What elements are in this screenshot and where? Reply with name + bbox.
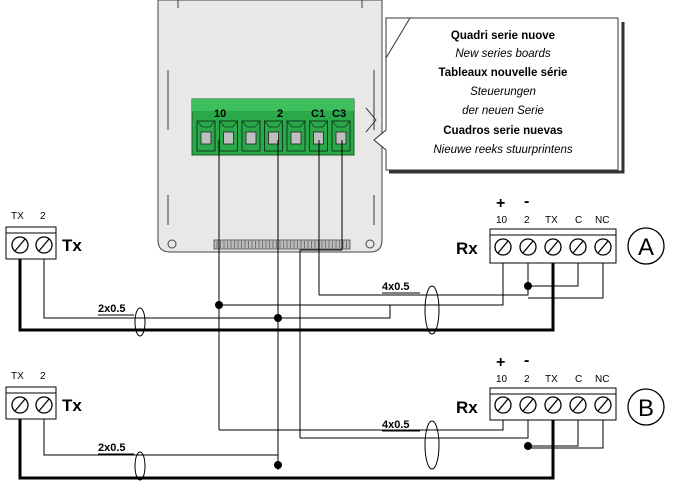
rx-a-terminal-label-tx: TX <box>545 215 558 226</box>
tx-b-terminal-label-2: 2 <box>40 371 46 382</box>
series-note-callout: Quadri serie nuove New series boards Tab… <box>373 17 625 174</box>
screw-icon <box>544 396 562 414</box>
screw-icon <box>35 396 53 414</box>
tx-b-terminal-label-tx: TX <box>11 371 24 382</box>
rx-a-terminal-label-c: C <box>575 215 582 226</box>
control-board: 10 2 C1 C3 <box>157 0 383 253</box>
rx-b-terminal-label-2: 2 <box>524 374 530 385</box>
screw-icon <box>569 238 587 256</box>
note-line-1: Quadri serie nuove <box>451 30 555 42</box>
screw-icon <box>544 238 562 256</box>
board-screw-terminal <box>241 120 261 152</box>
tx-a-terminal-label-2: 2 <box>40 211 46 222</box>
board-screw-terminal <box>286 120 306 152</box>
rx-a-id-circle <box>627 227 665 265</box>
screw-icon <box>494 396 512 414</box>
board-screw-terminal <box>219 120 238 152</box>
screw-icon <box>569 396 587 414</box>
supply-lines <box>18 258 555 480</box>
board-terminal-block: 10 2 C1 C3 <box>191 98 355 156</box>
board-connector-pins <box>216 241 347 248</box>
board-screw-terminal <box>331 120 351 152</box>
note-line-6: Cuadros serie nuevas <box>443 125 563 137</box>
board-terminal-label-c3: C3 <box>332 108 346 120</box>
rx-b-polarity-minus: - <box>524 352 529 369</box>
board-screw-terminal <box>196 120 216 152</box>
board-screw-terminal <box>264 120 283 152</box>
rx-cable-label-a: 4x0.5 <box>382 281 410 293</box>
screw-icon <box>594 396 612 414</box>
junction-dots <box>215 282 532 469</box>
tx-b-name: Tx <box>62 396 82 415</box>
rx-a-terminal-label-nc: NC <box>595 215 609 226</box>
rx-a-id: A <box>638 234 654 261</box>
screw-icon <box>494 238 512 256</box>
board-terminal-label-c1: C1 <box>311 108 325 120</box>
screw-icon <box>11 396 29 414</box>
rx-cable-label-b: 4x0.5 <box>382 419 410 431</box>
rx-b-name: Rx <box>456 398 478 417</box>
rx-b-terminal-label-c: C <box>575 374 582 385</box>
screw-icon <box>519 238 537 256</box>
rx-b-polarity-plus: + <box>496 354 505 371</box>
receiver-a: + - 10 2 TX C NC Rx A <box>456 193 665 265</box>
rx-a-polarity-minus: - <box>524 193 529 210</box>
note-line-2: New series boards <box>455 48 550 60</box>
tx-a-name: Tx <box>62 236 82 255</box>
note-line-4: Steuerungen <box>470 86 536 98</box>
tx-a-terminal-label-tx: TX <box>11 211 24 222</box>
rx-a-terminal-label-10: 10 <box>496 215 508 226</box>
screw-icon <box>35 236 53 254</box>
rx-b-id: B <box>638 395 654 422</box>
transmitter-a: TX 2 Tx <box>5 211 82 260</box>
rx-a-terminal-label-2: 2 <box>524 215 530 226</box>
rx-b-terminal-label-nc: NC <box>595 374 609 385</box>
transmitter-b: TX 2 Tx <box>5 371 82 420</box>
rx-b-terminal-label-10: 10 <box>496 374 508 385</box>
rx-a-polarity-plus: + <box>496 195 505 212</box>
rx-b-id-circle <box>627 388 665 426</box>
board-terminal-label-2: 2 <box>277 108 283 120</box>
tx-cable-label-a: 2x0.5 <box>98 303 126 315</box>
rx-a-name: Rx <box>456 239 478 258</box>
screw-icon <box>519 396 537 414</box>
note-line-5: der neuen Serie <box>462 105 544 117</box>
board-terminal-label-10: 10 <box>214 108 226 120</box>
rx-b-terminal-label-tx: TX <box>545 374 558 385</box>
screw-icon <box>594 238 612 256</box>
tx-cable-label-b: 2x0.5 <box>98 442 126 454</box>
screw-icon <box>11 236 29 254</box>
receiver-b: + - 10 2 TX C NC Rx B <box>456 352 665 426</box>
note-line-7: Nieuwe reeks stuurprintens <box>433 144 573 156</box>
note-line-3: Tableaux nouvelle série <box>439 67 568 79</box>
cable-sheaths <box>134 285 440 481</box>
